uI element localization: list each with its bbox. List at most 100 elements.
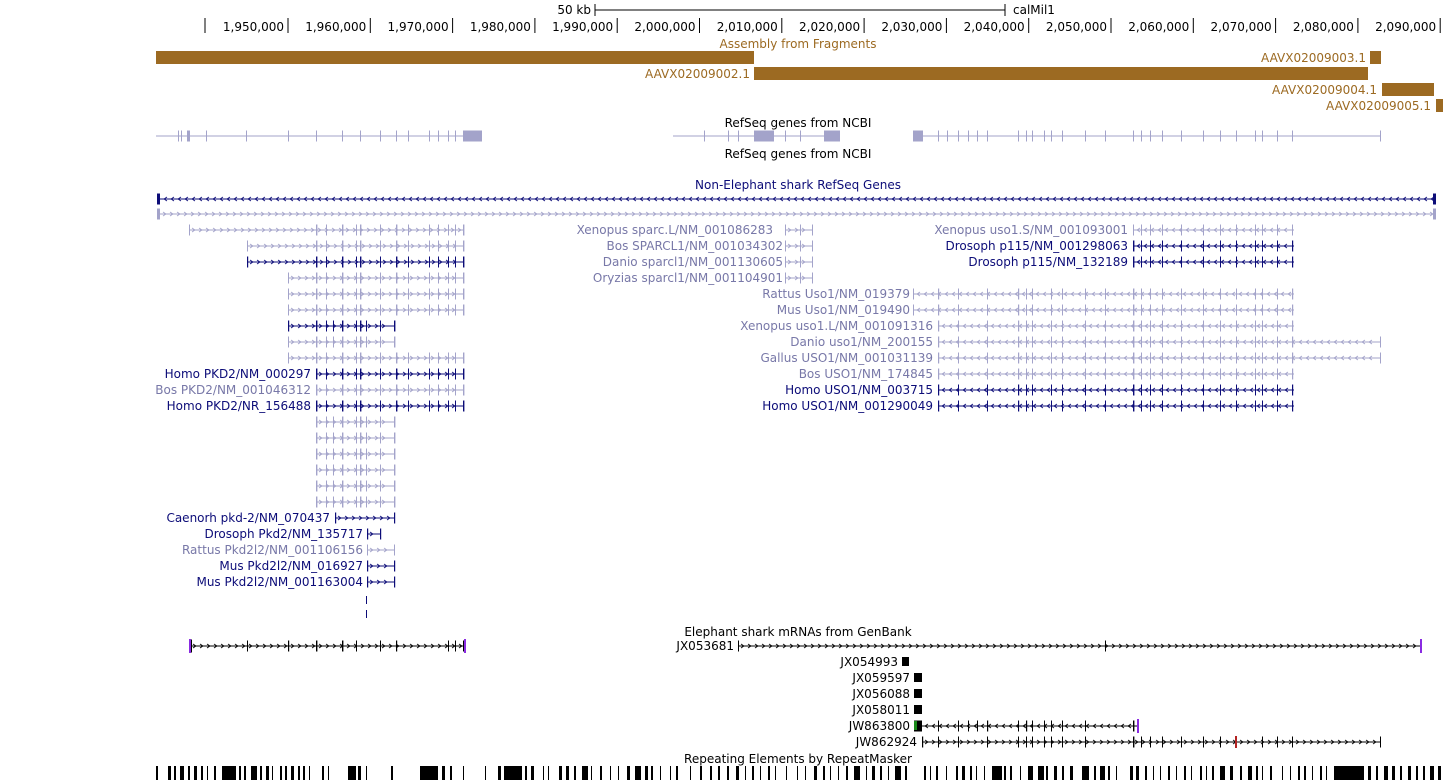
ne-gene-label: Danio uso1/NM_200155 bbox=[790, 335, 933, 349]
strand-arrow bbox=[1353, 196, 1358, 202]
strand-arrow bbox=[184, 196, 189, 202]
strand-arrow bbox=[754, 643, 759, 649]
exon bbox=[958, 320, 959, 332]
strand-arrow bbox=[1151, 403, 1156, 409]
exon bbox=[438, 384, 439, 396]
exon bbox=[342, 496, 344, 508]
strand-arrow bbox=[1338, 211, 1343, 217]
strand-arrow bbox=[1213, 196, 1218, 202]
strand-arrow bbox=[1270, 387, 1275, 393]
strand-arrow bbox=[485, 196, 490, 202]
strand-arrow bbox=[380, 196, 385, 202]
exon bbox=[380, 432, 381, 444]
refseq-ncbi-track[interactable]: RefSeq genes from NCBI RefSeq genes from… bbox=[156, 116, 1381, 161]
strand-arrow bbox=[513, 196, 518, 202]
assembly-fragment-aavx02009005[interactable] bbox=[1436, 99, 1443, 112]
exon bbox=[396, 288, 398, 300]
strand-arrow bbox=[715, 211, 720, 217]
exon bbox=[394, 432, 396, 444]
strand-arrow bbox=[318, 403, 323, 409]
strand-arrow bbox=[382, 259, 387, 265]
strand-arrow bbox=[624, 211, 629, 217]
exon bbox=[1018, 352, 1020, 364]
strand-arrow bbox=[1270, 355, 1275, 361]
exon bbox=[288, 352, 289, 364]
assembly-fragment-left[interactable] bbox=[156, 51, 754, 64]
strand-arrow bbox=[255, 643, 260, 649]
repeat-element bbox=[1160, 766, 1161, 780]
exon bbox=[342, 432, 344, 444]
assembly-label-aavx02009005: AAVX02009005.1 bbox=[1326, 99, 1431, 113]
strand-arrow bbox=[1242, 403, 1247, 409]
strand-arrow bbox=[1006, 643, 1011, 649]
strand-arrow bbox=[997, 323, 1002, 329]
strand-arrow bbox=[775, 643, 780, 649]
exon bbox=[333, 480, 334, 492]
strand-arrow bbox=[1155, 739, 1160, 745]
elephant-shark-mrna-track[interactable]: Elephant shark mRNAs from GenBank JX0536… bbox=[189, 625, 1422, 749]
repeat-element bbox=[830, 766, 831, 780]
exon bbox=[1150, 400, 1151, 412]
repeat-element bbox=[1038, 766, 1044, 780]
strand-arrow bbox=[1158, 371, 1163, 377]
assembly-fragment-aavx02009003[interactable] bbox=[1370, 51, 1381, 64]
strand-arrow bbox=[1263, 387, 1268, 393]
strand-arrow bbox=[1221, 355, 1226, 361]
strand-arrow bbox=[375, 243, 380, 249]
strand-arrow bbox=[1287, 307, 1292, 313]
exon bbox=[1018, 288, 1020, 300]
strand-arrow bbox=[1330, 739, 1335, 745]
strand-arrow bbox=[310, 196, 315, 202]
strand-arrow bbox=[1241, 196, 1246, 202]
strand-arrow bbox=[381, 323, 386, 329]
exon bbox=[958, 368, 959, 380]
strand-arrow bbox=[206, 643, 211, 649]
repeat-element bbox=[1368, 766, 1371, 780]
assembly-fragment-aavx02009004[interactable] bbox=[1382, 83, 1434, 96]
exon bbox=[1292, 256, 1294, 268]
strand-arrow bbox=[856, 196, 861, 202]
strand-arrow bbox=[431, 259, 436, 265]
strand-arrow bbox=[1164, 243, 1169, 249]
exon bbox=[288, 336, 289, 348]
strand-arrow bbox=[1171, 259, 1176, 265]
exon bbox=[396, 384, 398, 396]
exon bbox=[288, 272, 289, 284]
strand-arrow bbox=[1076, 643, 1081, 649]
mrna-label: JW862924 bbox=[855, 735, 917, 749]
exon bbox=[408, 384, 409, 396]
strand-arrow bbox=[360, 291, 365, 297]
exon bbox=[1133, 736, 1135, 748]
nonelephant-refseq-track[interactable]: Non-Elephant shark RefSeq Genes Xenopus … bbox=[155, 178, 1436, 618]
exon bbox=[408, 352, 409, 364]
strand-arrow bbox=[1175, 291, 1180, 297]
strand-arrow bbox=[708, 211, 713, 217]
scale-bar: 50 kb calMil1 bbox=[557, 3, 1055, 17]
strand-arrow bbox=[764, 211, 769, 217]
repeatmasker-track[interactable]: Repeating Elements by RepeatMasker bbox=[156, 752, 1441, 780]
exon bbox=[1026, 720, 1028, 732]
strand-arrow bbox=[246, 211, 251, 217]
strand-arrow bbox=[972, 307, 977, 313]
strand-arrow bbox=[1151, 339, 1156, 345]
assembly-fragment-aavx02009002[interactable] bbox=[754, 67, 1368, 80]
strand-arrow bbox=[361, 243, 366, 249]
strand-arrow bbox=[423, 403, 428, 409]
strand-arrow bbox=[400, 211, 405, 217]
strand-arrow bbox=[346, 291, 351, 297]
ne-gene-label: Homo PKD2/NM_000297 bbox=[165, 367, 311, 381]
exon bbox=[913, 288, 914, 300]
strand-arrow bbox=[980, 723, 985, 729]
strand-arrow bbox=[1286, 643, 1291, 649]
strand-arrow bbox=[1143, 196, 1148, 202]
exon bbox=[380, 304, 381, 316]
assembly-track[interactable]: Assembly from Fragments AAVX02009003.1 A… bbox=[156, 37, 1443, 113]
exon bbox=[356, 240, 357, 252]
exon bbox=[1085, 400, 1086, 412]
repeat-element bbox=[298, 766, 300, 780]
ne-gene-pkd-row bbox=[316, 400, 465, 412]
repeat-element bbox=[1046, 766, 1048, 780]
strand-arrow bbox=[962, 403, 967, 409]
